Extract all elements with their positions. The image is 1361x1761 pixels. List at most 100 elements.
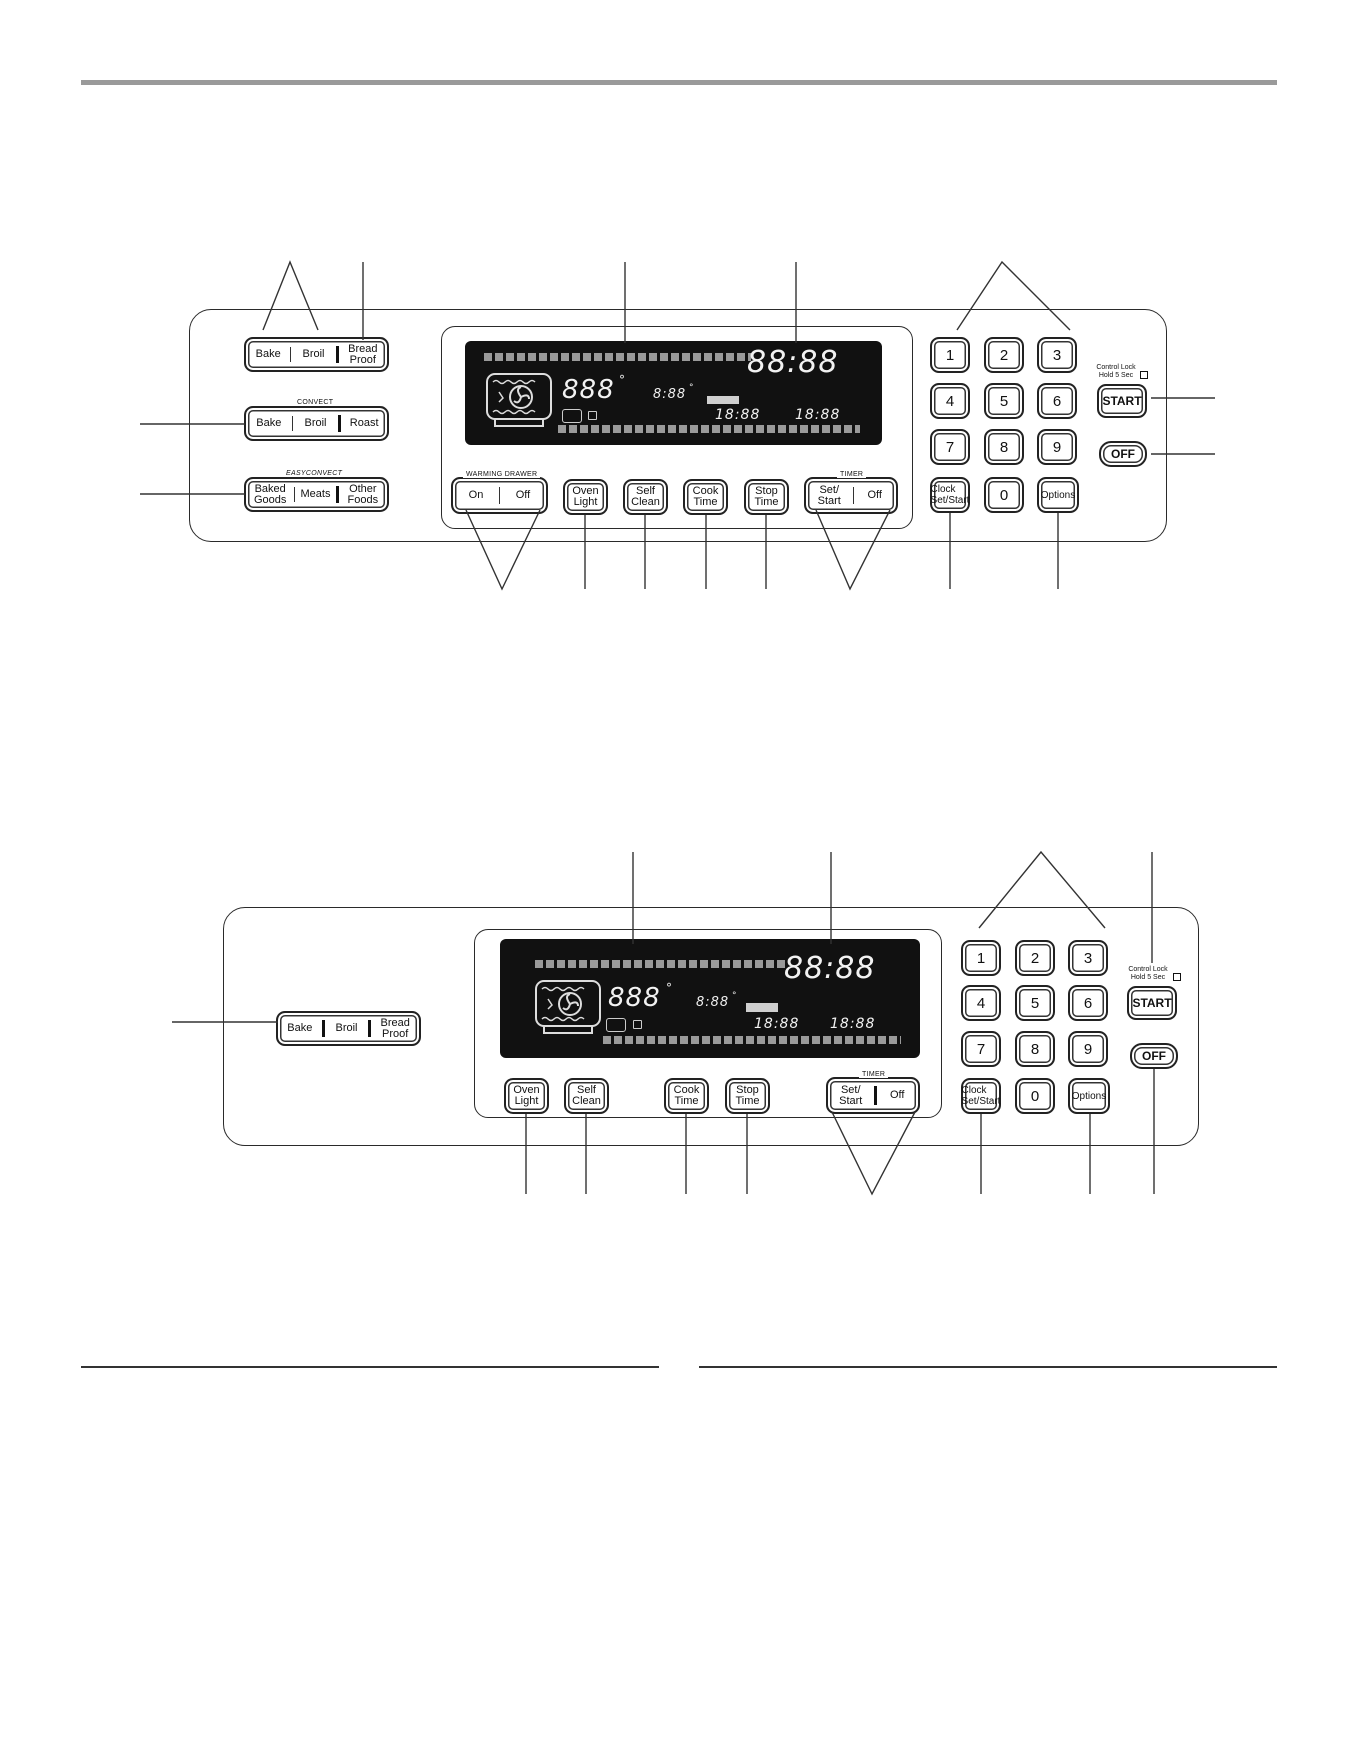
keypad-3[interactable]: 3	[1068, 940, 1108, 976]
options-button[interactable]: Options	[1037, 477, 1079, 513]
top-rule	[81, 80, 1277, 85]
bottom-rule-right	[699, 1366, 1277, 1368]
baked-goods-button[interactable]: Baked Goods	[253, 482, 287, 506]
oven-light-button[interactable]: Oven Light	[563, 479, 608, 515]
display-screen: 88:88 888 ° 8:88 ° 18:88 18:88	[465, 341, 882, 445]
stop-time-display: 18:88	[795, 407, 841, 423]
small-temp-display: 8:88	[696, 995, 730, 1010]
start-button[interactable]: START	[1097, 384, 1147, 418]
keypad-9[interactable]: 9	[1068, 1031, 1108, 1067]
timer-label: TIMER	[837, 471, 867, 478]
control-lock-label: Control Lock Hold 5 Sec	[1128, 966, 1168, 981]
keypad-0[interactable]: 0	[984, 477, 1024, 513]
off-button[interactable]: OFF	[1099, 441, 1147, 467]
separator	[291, 416, 293, 431]
convect-label: CONVECT	[294, 399, 337, 406]
oven-fan-icon	[486, 373, 552, 427]
degree-symbol: °	[619, 373, 626, 387]
broil-button[interactable]: Broil	[302, 348, 325, 360]
keypad-1[interactable]: 1	[930, 337, 970, 373]
self-clean-button[interactable]: Self Clean	[564, 1078, 609, 1114]
text-segment-row	[535, 960, 785, 968]
keypad-4[interactable]: 4	[961, 985, 1001, 1021]
keypad-1[interactable]: 1	[961, 940, 1001, 976]
keypad-2[interactable]: 2	[1015, 940, 1055, 976]
text-segment-row	[558, 425, 860, 433]
keypad-6[interactable]: 6	[1068, 985, 1108, 1021]
degree-symbol: °	[666, 981, 673, 995]
stop-time-button[interactable]: Stop Time	[744, 479, 789, 515]
separator	[335, 346, 339, 363]
warming-drawer-off-button[interactable]: Off	[515, 489, 531, 501]
keypad-9[interactable]: 9	[1037, 429, 1077, 465]
cook-time-button[interactable]: Cook Time	[683, 479, 728, 515]
timer-off-button[interactable]: Off	[867, 489, 882, 501]
keypad-7[interactable]: 7	[930, 429, 970, 465]
cook-mode-group: Bake Broil Bread Proof	[244, 337, 389, 372]
progress-bar	[746, 1003, 778, 1012]
clock-display: 88:88	[784, 951, 876, 986]
lock-icon	[633, 1020, 642, 1029]
timer-off-button[interactable]: Off	[890, 1089, 905, 1101]
convect-broil-button[interactable]: Broil	[304, 417, 327, 429]
degree-symbol-small: °	[689, 383, 695, 393]
separator	[852, 487, 854, 504]
timer-set-start-button[interactable]: Set/ Start	[817, 483, 841, 507]
timer-label: TIMER	[859, 1071, 889, 1078]
door-indicator	[606, 1018, 626, 1032]
lock-icon	[588, 411, 597, 420]
lock-icon	[1140, 371, 1148, 379]
convect-bake-button[interactable]: Bake	[256, 417, 282, 429]
timer-group: Set/ Start Off	[804, 477, 898, 514]
stop-time-button[interactable]: Stop Time	[725, 1078, 770, 1114]
warming-drawer-on-button[interactable]: On	[468, 489, 484, 501]
oven-fan-icon	[535, 980, 601, 1034]
keypad-7[interactable]: 7	[961, 1031, 1001, 1067]
timer-group: Set/ Start Off	[826, 1077, 920, 1114]
bread-proof-button[interactable]: Bread Proof	[380, 1016, 410, 1040]
keypad-6[interactable]: 6	[1037, 383, 1077, 419]
easyconvect-group: Baked Goods Meats Other Foods	[244, 477, 389, 512]
cook-time-display: 18:88	[754, 1016, 800, 1032]
bake-button[interactable]: Bake	[255, 348, 281, 360]
stop-time-display: 18:88	[830, 1016, 876, 1032]
separator	[368, 1020, 372, 1037]
oven-light-button[interactable]: Oven Light	[504, 1078, 549, 1114]
clock-set-start-button[interactable]: Clock Set/Start	[930, 477, 970, 513]
separator	[290, 347, 292, 362]
cook-mode-group: Bake Broil Bread Proof	[276, 1011, 421, 1046]
bread-proof-button[interactable]: Bread Proof	[348, 342, 378, 366]
other-foods-button[interactable]: Other Foods	[347, 482, 379, 506]
separator	[499, 487, 500, 504]
off-button[interactable]: OFF	[1130, 1043, 1178, 1069]
door-indicator	[562, 409, 582, 423]
broil-button[interactable]: Broil	[335, 1022, 358, 1034]
timer-set-start-button[interactable]: Set/ Start	[839, 1083, 863, 1107]
keypad-8[interactable]: 8	[1015, 1031, 1055, 1067]
start-button[interactable]: START	[1127, 986, 1177, 1020]
keypad-8[interactable]: 8	[984, 429, 1024, 465]
keypad-5[interactable]: 5	[984, 383, 1024, 419]
clock-display: 88:88	[747, 345, 839, 380]
warming-drawer-label: WARMING DRAWER	[463, 471, 541, 478]
keypad-5[interactable]: 5	[1015, 985, 1055, 1021]
cook-time-button[interactable]: Cook Time	[664, 1078, 709, 1114]
meats-button[interactable]: Meats	[300, 488, 331, 500]
options-button[interactable]: Options	[1068, 1078, 1110, 1114]
keypad-2[interactable]: 2	[984, 337, 1024, 373]
progress-bar	[707, 396, 739, 404]
temperature-display: 888	[608, 983, 661, 1013]
display-screen: 88:88 888 ° 8:88 ° 18:88 18:88	[500, 939, 920, 1058]
bake-button[interactable]: Bake	[287, 1022, 313, 1034]
control-lock-label: Control Lock Hold 5 Sec	[1096, 364, 1136, 379]
keypad-0[interactable]: 0	[1015, 1078, 1055, 1114]
cook-time-display: 18:88	[715, 407, 761, 423]
keypad-4[interactable]: 4	[930, 383, 970, 419]
convect-roast-button[interactable]: Roast	[349, 417, 379, 429]
keypad-3[interactable]: 3	[1037, 337, 1077, 373]
separator	[335, 486, 339, 503]
self-clean-button[interactable]: Self Clean	[623, 479, 668, 515]
separator	[294, 487, 296, 502]
easyconvect-label: EASYCONVECT	[283, 470, 346, 477]
clock-set-start-button[interactable]: Clock Set/Start	[961, 1078, 1001, 1114]
